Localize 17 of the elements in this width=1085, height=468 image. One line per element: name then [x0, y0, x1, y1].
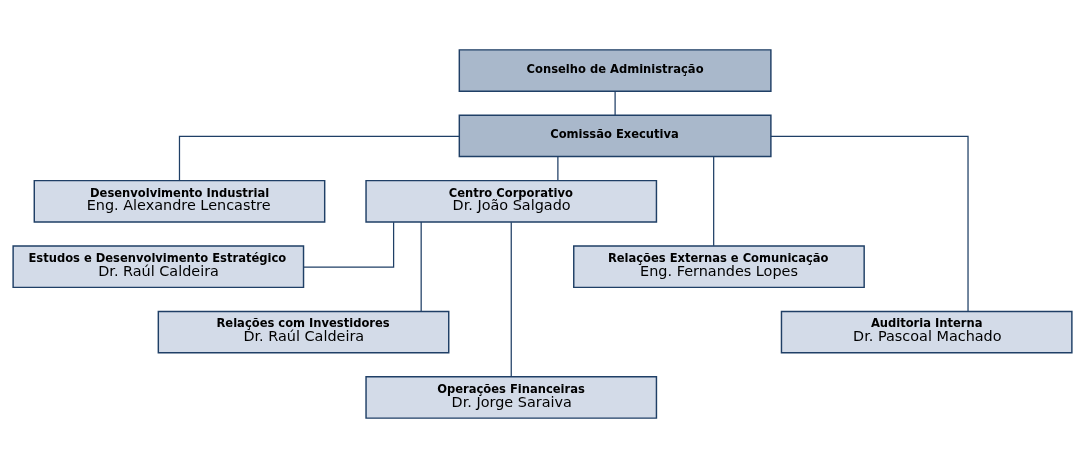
connector	[770, 135, 969, 312]
connector	[510, 221, 512, 378]
node-box: Comissão Executiva	[458, 114, 772, 158]
node-box: Operações Financeiras Dr. Jorge Saraiva	[365, 376, 658, 419]
connector	[557, 156, 559, 182]
node-box: Relações Externas e Comunicação Eng. Fernandes Lopes	[573, 245, 865, 289]
node-box: Centro Corporativo Dr. João Salgado	[365, 179, 658, 223]
connector	[713, 156, 715, 247]
node-box: Estudos e Desenvolvimento Estratégico Dr. Raúl Caldeira	[12, 245, 305, 289]
connector	[420, 221, 422, 312]
node-box: Conselho de Administração	[458, 49, 772, 92]
connector	[303, 221, 395, 268]
connector	[614, 90, 616, 116]
node-box: Relações com Investidores Dr. Raúl Caldeira	[157, 310, 450, 354]
node-box: Desenvolvimento Industrial Eng. Alexandre Lencastre	[33, 179, 326, 223]
connector	[178, 135, 460, 182]
node-box: Auditoria Interna Dr. Pascoal Machado	[780, 310, 1073, 354]
